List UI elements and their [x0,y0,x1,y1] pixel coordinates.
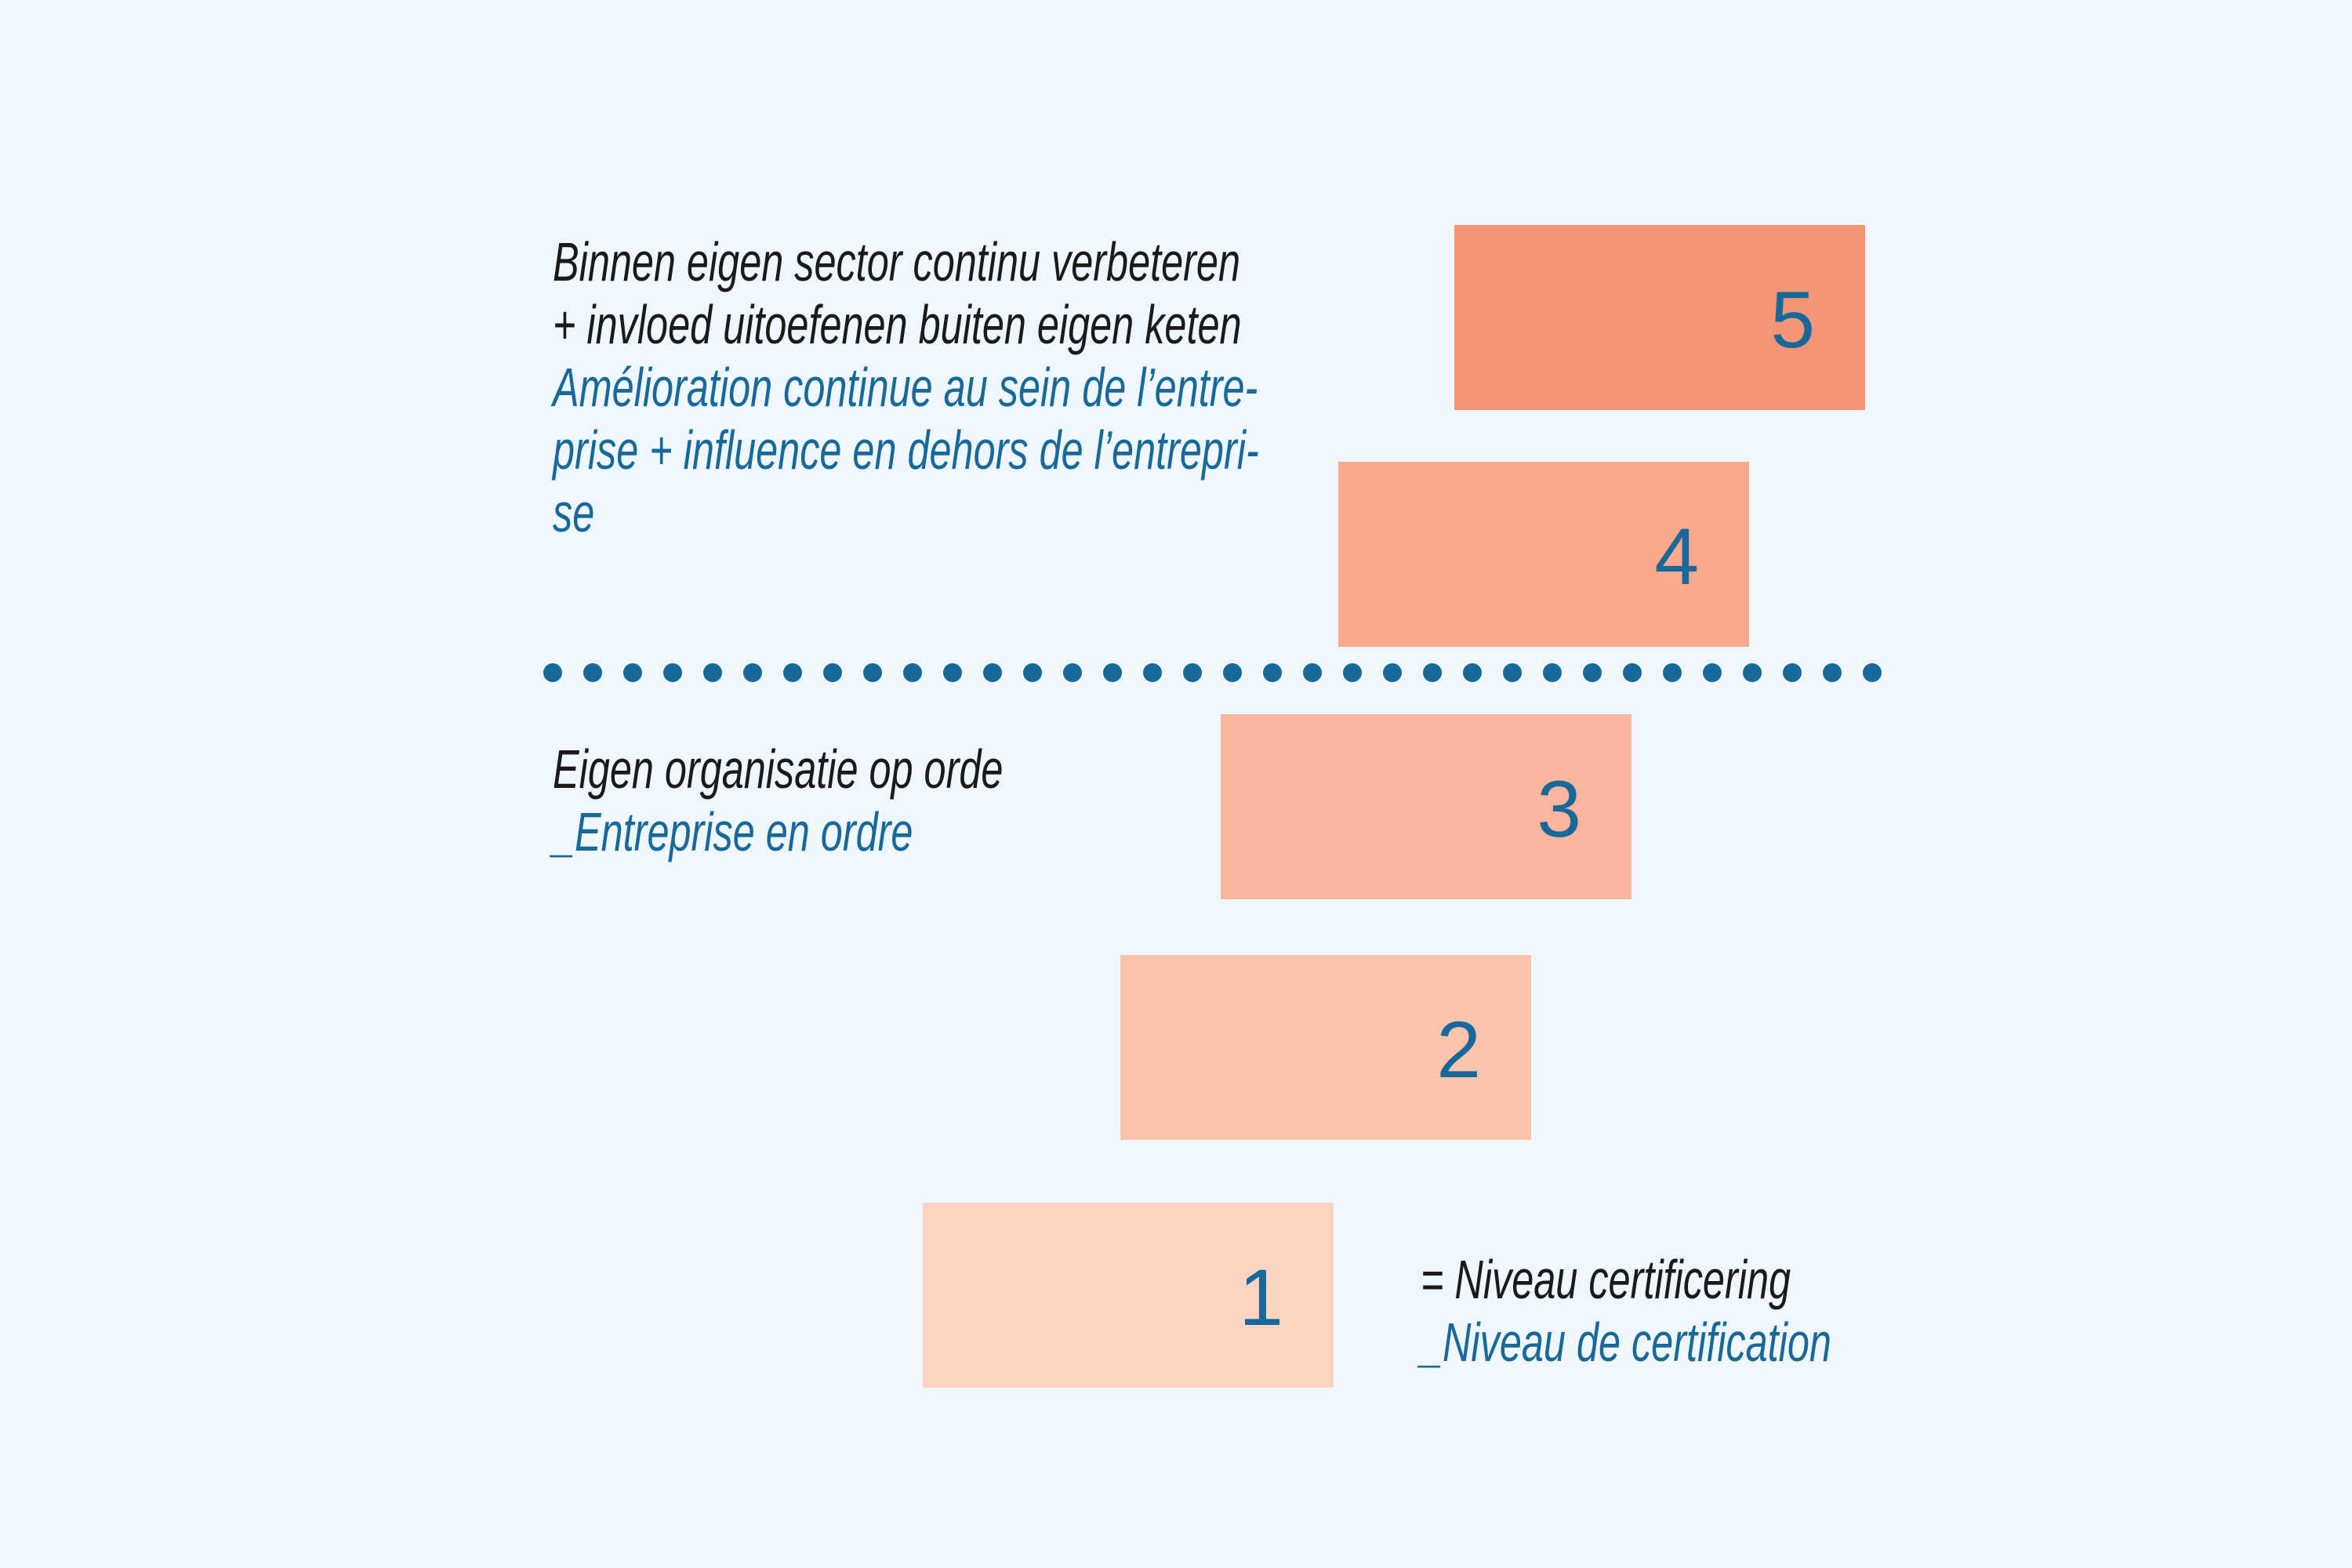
divider-dot [863,663,882,682]
annotation-top-fr-line2: prise + influence en dehors de l’entrepr… [553,419,1259,481]
divider-dot [1623,663,1642,682]
annotation-top-fr-line3: se [553,482,595,543]
divider-dot [1783,663,1802,682]
divider-dot [1383,663,1402,682]
divider-dot [943,663,962,682]
legend: = Niveau certificering _Niveau de certif… [1421,1248,1831,1374]
legend-nl: = Niveau certificering [1421,1249,1791,1310]
divider-dot [1023,663,1042,682]
divider-dot [1663,663,1682,682]
level-4-label: 4 [1654,512,1699,602]
level-3-bar: 3 [1221,714,1632,899]
divider-dot [1823,663,1842,682]
divider-dot [783,663,802,682]
annotation-middle-fr: _Entreprise en ordre [553,801,913,862]
divider-dot [703,663,722,682]
annotation-top-fr-line1: Amélioration continue au sein de l’entre… [553,357,1258,418]
divider-dot [1103,663,1122,682]
divider-dot [623,663,642,682]
annotation-top: Binnen eigen sector continu verbeteren +… [553,230,1259,544]
divider-dot [1463,663,1482,682]
divider-dot [1183,663,1202,682]
divider-dot [1063,663,1082,682]
level-3-label: 3 [1537,764,1581,855]
divider-dot [983,663,1002,682]
legend-fr: _Niveau de certification [1421,1312,1831,1373]
divider-dot [1263,663,1282,682]
annotation-top-nl-line2: + invloed uitoefenen buiten eigen keten [553,294,1242,355]
divider-dot [1223,663,1242,682]
level-5-bar: 5 [1454,225,1865,410]
divider-dot [823,663,842,682]
level-1-label: 1 [1239,1253,1283,1343]
dotted-divider [543,663,1882,682]
divider-dot [743,663,762,682]
divider-dot [1143,663,1162,682]
divider-dot [663,663,682,682]
divider-dot [1423,663,1442,682]
level-2-label: 2 [1436,1005,1481,1095]
divider-dot [1583,663,1602,682]
divider-dot [543,663,562,682]
divider-dot [1503,663,1522,682]
level-5-label: 5 [1770,275,1815,365]
annotation-top-nl-line1: Binnen eigen sector continu verbeteren [553,231,1240,292]
divider-dot [903,663,922,682]
level-2-bar: 2 [1120,955,1531,1140]
divider-dot [1343,663,1362,682]
annotation-middle: Eigen organisatie op orde _Entreprise en… [553,738,1003,863]
level-4-bar: 4 [1338,462,1749,647]
level-1-bar: 1 [923,1203,1334,1388]
divider-dot [1743,663,1762,682]
divider-dot [1303,663,1322,682]
divider-dot [1703,663,1722,682]
divider-dot [1863,663,1882,682]
divider-dot [1543,663,1562,682]
divider-dot [583,663,602,682]
annotation-middle-nl: Eigen organisatie op orde [553,739,1004,800]
